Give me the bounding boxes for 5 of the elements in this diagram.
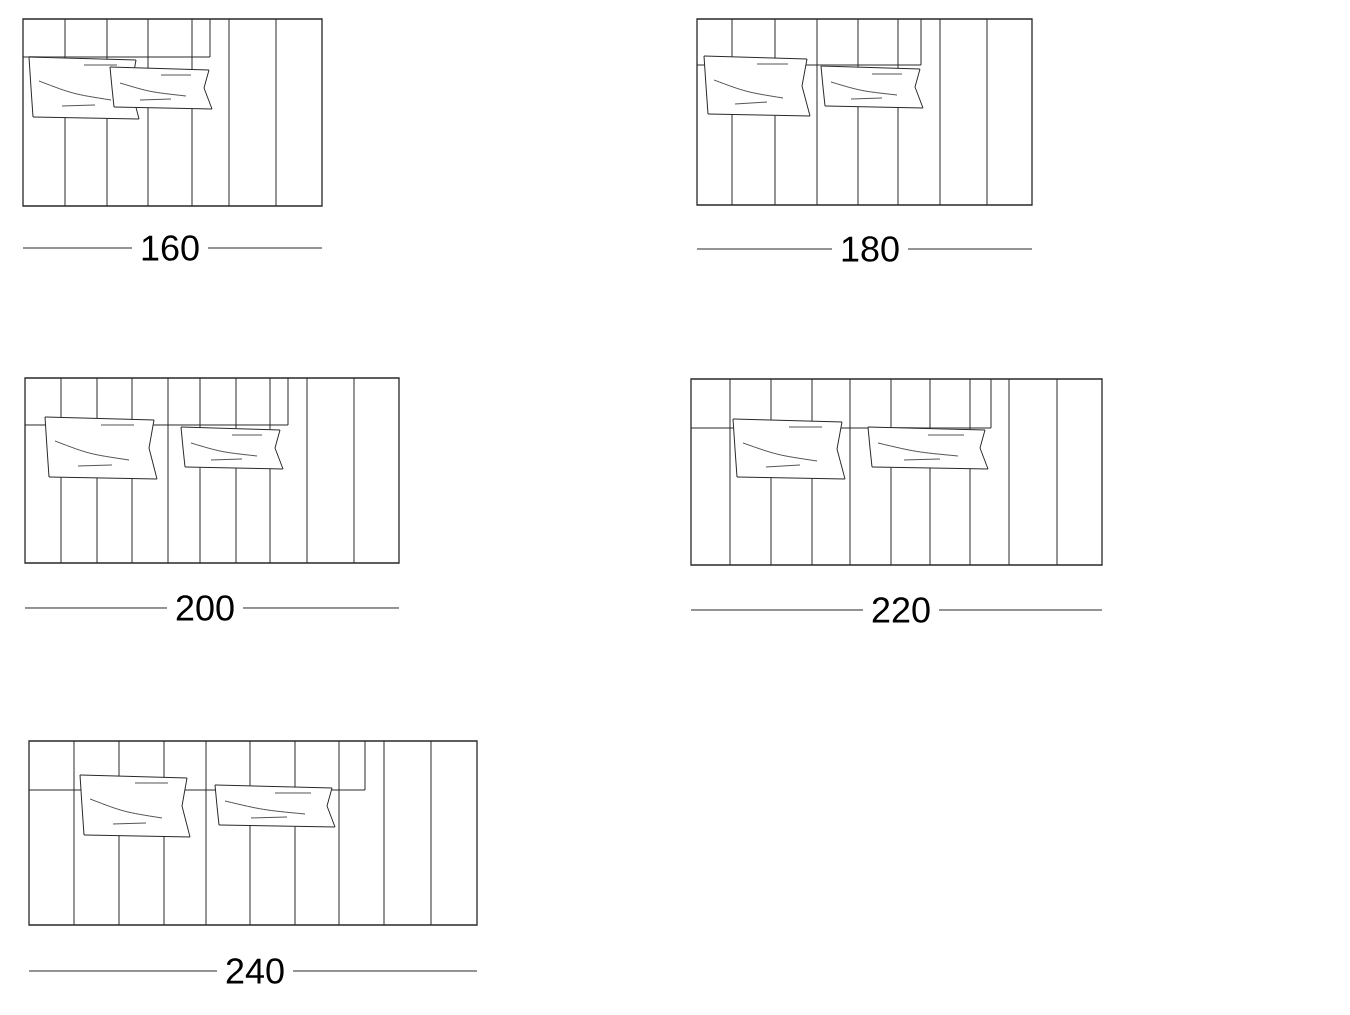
dimension-label: 160 [142,235,199,261]
dimension-label: 200 [176,595,234,621]
dimension-label: 180 [842,236,899,262]
dimension-label: 240 [226,958,284,984]
dimension-label: 220 [872,597,930,623]
